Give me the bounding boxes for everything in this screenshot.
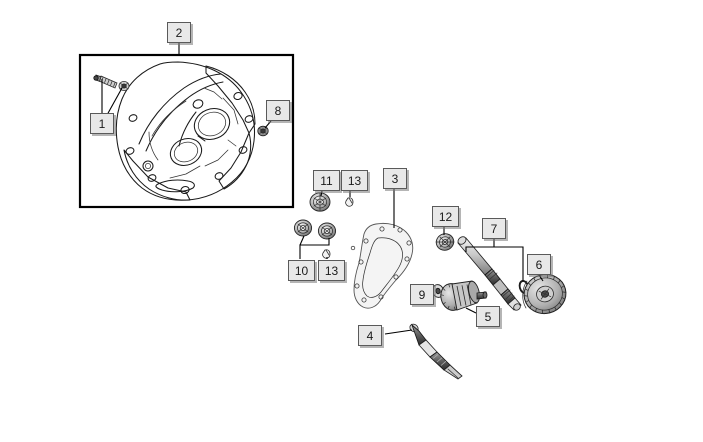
part-12-ball-bearing <box>435 233 455 251</box>
leader-6 <box>538 274 544 282</box>
callout-4[interactable]: 4 <box>358 325 382 346</box>
callout-9[interactable]: 9 <box>410 284 434 305</box>
leader-8 <box>264 120 272 129</box>
part-1-washer <box>118 81 130 92</box>
callout-3[interactable]: 3 <box>383 168 407 189</box>
part-6-driven-gear <box>522 273 567 315</box>
leader-10b <box>299 235 305 246</box>
callout-13-upper[interactable]: 13 <box>341 170 368 191</box>
leader-lines <box>101 43 544 335</box>
callout-2[interactable]: 2 <box>167 22 191 43</box>
part-5-counter-gear <box>440 280 488 311</box>
callout-7[interactable]: 7 <box>482 218 506 239</box>
part-10-ball-bearing-second <box>317 222 337 240</box>
leader-5 <box>465 307 477 314</box>
part-4-output-shaft <box>409 323 463 380</box>
leader-7b <box>494 246 524 281</box>
part-10-ball-bearing <box>293 219 313 237</box>
leader-7a <box>465 239 495 252</box>
part-1-bolt <box>93 74 118 89</box>
callout-13-lower[interactable]: 13 <box>318 260 345 281</box>
callout-11[interactable]: 11 <box>313 170 340 191</box>
part-crankcase-cover <box>115 61 256 201</box>
leader-10 <box>299 238 330 259</box>
leader-11 <box>320 190 323 197</box>
part-13-dowel-pin-upper <box>345 197 354 207</box>
part-13-dowel-pin-lower <box>322 249 331 259</box>
part-8-nut <box>257 125 269 137</box>
callout-6[interactable]: 6 <box>527 254 551 275</box>
callout-10[interactable]: 10 <box>288 260 315 281</box>
group-box-2 <box>78 53 295 209</box>
part-11-ball-bearing <box>309 192 331 212</box>
callout-8[interactable]: 8 <box>266 100 290 121</box>
callout-1[interactable]: 1 <box>90 113 114 134</box>
part-3-gasket <box>350 222 414 309</box>
callout-5[interactable]: 5 <box>476 306 500 327</box>
leader-4 <box>384 329 413 335</box>
callout-12[interactable]: 12 <box>432 206 459 227</box>
